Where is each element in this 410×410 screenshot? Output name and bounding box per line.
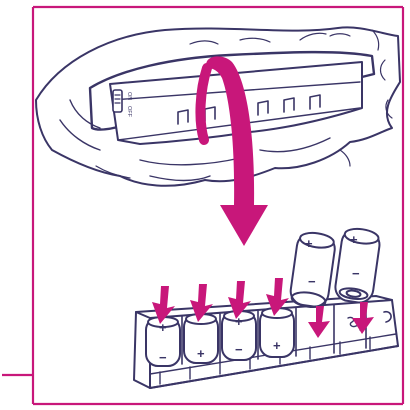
battery-4-plus: +	[273, 338, 281, 353]
switch-on-label: ON	[126, 92, 132, 100]
toy-body	[36, 27, 400, 185]
battery-1-minus: −	[159, 350, 167, 365]
loose-battery-1	[289, 231, 337, 310]
battery-2-plus: +	[197, 346, 205, 361]
loose-battery-1-minus: −	[308, 274, 316, 289]
battery-3-minus: −	[235, 342, 243, 357]
switch-off-label: OFF	[126, 106, 132, 118]
loose-battery-2-plus: +	[350, 232, 358, 247]
loose-battery-1-plus: +	[305, 236, 313, 251]
loose-batteries	[289, 227, 382, 310]
power-switch	[113, 90, 122, 112]
loose-battery-2-minus: −	[352, 266, 360, 281]
